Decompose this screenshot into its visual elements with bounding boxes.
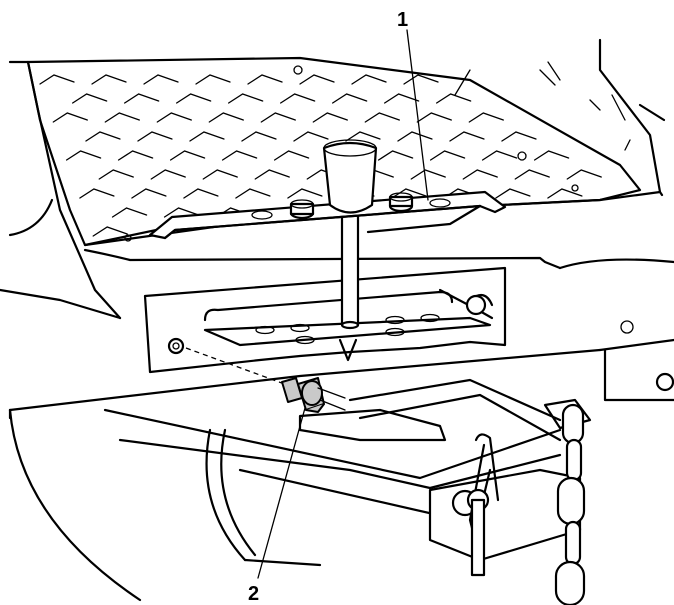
tread-chevron: [397, 131, 433, 142]
tread-chevron: [299, 74, 335, 85]
callout-1-label: 1: [397, 9, 408, 31]
callout-2-leader: [257, 407, 306, 579]
tread-chevron: [364, 112, 400, 123]
tread-chevron: [117, 150, 154, 161]
tread-chevron: [377, 150, 414, 161]
callout-1-leader: [406, 29, 429, 201]
tread-chevron: [143, 74, 179, 85]
callout-2-label: 2: [248, 583, 259, 605]
tread-chevron: [202, 169, 238, 180]
pin-storage-plate: [148, 190, 507, 240]
tread-chevron: [111, 207, 148, 218]
tread-chevron: [124, 93, 160, 104]
tread-chevron: [91, 74, 127, 85]
tread-chevron: [436, 93, 472, 104]
tread-chevron: [280, 93, 316, 104]
tread-chevron: [449, 131, 485, 142]
tread-chevron: [468, 112, 504, 123]
tread-chevron: [293, 131, 329, 142]
tread-chevron: [39, 74, 75, 85]
tread-chevron: [566, 169, 602, 180]
bolt: [185, 347, 346, 413]
tread-chevron: [228, 93, 264, 104]
tread-chevron: [254, 169, 290, 180]
tread-chevron: [501, 131, 537, 142]
tread-chevron: [208, 112, 244, 123]
tread-chevron: [312, 112, 348, 123]
tread-chevron: [462, 169, 498, 180]
tread-chevron: [410, 169, 446, 180]
tread-chevron: [195, 74, 231, 85]
tread-chevron: [92, 226, 128, 237]
lower-fender: [8, 408, 142, 602]
tread-chevron: [221, 150, 258, 161]
tread-chevron: [183, 188, 219, 199]
tread-chevron: [273, 150, 310, 161]
right-frame: [454, 38, 674, 402]
bracket-cotter-pin: [438, 288, 494, 320]
tread-chevron: [235, 188, 271, 199]
tread-chevron: [52, 112, 88, 123]
tread-pattern: [39, 74, 602, 237]
tread-chevron: [176, 93, 212, 104]
tread-chevron: [351, 74, 387, 85]
tread-chevron: [384, 93, 420, 104]
tread-chevron: [79, 188, 115, 199]
left-fender: [0, 60, 122, 320]
tread-chevron: [85, 131, 121, 142]
tread-chevron: [98, 169, 134, 180]
caster-wheel: [205, 428, 322, 567]
tread-chevron: [72, 93, 108, 104]
tread-chevron: [495, 188, 531, 199]
tread-chevron: [533, 150, 570, 161]
tread-chevron: [65, 150, 102, 161]
tread-chevron: [345, 131, 381, 142]
tread-chevron: [150, 169, 186, 180]
tread-chevron: [403, 74, 439, 85]
tread-chevron: [287, 188, 323, 199]
tread-chevron: [481, 150, 518, 161]
tread-chevron: [416, 112, 452, 123]
tread-chevron: [547, 188, 583, 199]
tread-chevron: [156, 112, 192, 123]
tread-chevron: [137, 131, 173, 142]
tread-chevron: [104, 112, 140, 123]
tread-chevron: [241, 131, 277, 142]
hitch-pin-handle: [322, 139, 378, 214]
tread-chevron: [163, 207, 200, 218]
tread-chevron: [169, 150, 206, 161]
tread-chevron: [260, 112, 296, 123]
callout-leaders: [257, 29, 429, 579]
storage-plate-lower: [203, 313, 492, 362]
tread-chevron: [189, 131, 225, 142]
clevis-pin: [466, 433, 500, 577]
tread-chevron: [429, 150, 466, 161]
safety-chain: [554, 403, 586, 605]
tread-chevron: [514, 169, 550, 180]
tread-chevron: [131, 188, 167, 199]
tread-chevron: [391, 188, 427, 199]
pin-shaft: [340, 213, 360, 330]
tread-chevron: [332, 93, 368, 104]
tread-chevron: [247, 74, 283, 85]
